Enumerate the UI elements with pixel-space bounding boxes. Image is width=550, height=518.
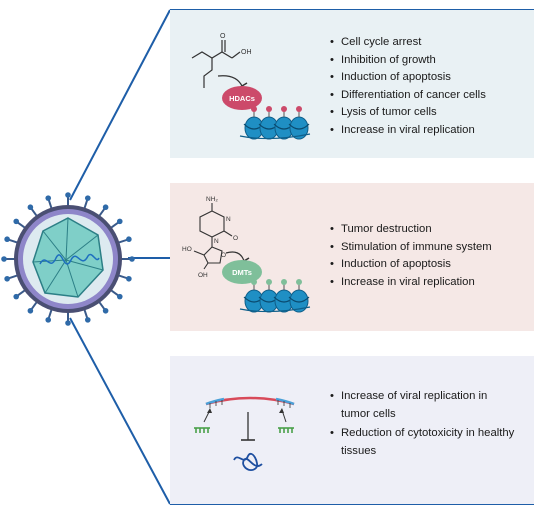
nucleosomes-icon <box>239 279 311 313</box>
dmt-label: DMTs <box>232 268 252 277</box>
ho-label: HO <box>182 246 192 253</box>
hdac-label: HDACs <box>229 94 255 103</box>
virus-capsid-icon <box>32 217 104 298</box>
keto-o-label: O <box>233 235 238 242</box>
list-item: Reduction of cytotoxicity in healthy tis… <box>330 425 515 460</box>
dmt-effects-list: Tumor destruction Stimulation of immune … <box>330 221 492 291</box>
mirna-illustration <box>194 396 295 472</box>
ring-n2-label: N <box>214 238 219 245</box>
hdac-inhibitor-panel: O OH HDACs Cell cycle arrest Inhibition … <box>170 10 534 158</box>
viral-genome-icon <box>39 253 100 265</box>
hdac-illustration: O OH HDACs <box>191 33 311 140</box>
dmt-inhibitor-panel: NH₂ N N O O HO OH DMTs Tumor destruction… <box>170 183 534 331</box>
valproic-acid-structure <box>191 40 241 88</box>
carbonyl-o-label: O <box>220 33 226 40</box>
degraded-protein-icon <box>233 453 263 472</box>
list-item: Cell cycle arrest <box>330 34 486 52</box>
dmt-enzyme <box>222 260 262 284</box>
list-item: Induction of apoptosis <box>330 256 492 274</box>
connector-bottom <box>69 317 171 505</box>
list-item: Increase of viral replication in tumor c… <box>330 388 515 423</box>
mirna-right-icon <box>278 427 294 433</box>
mirna-left-icon <box>194 427 210 433</box>
inhibition-arrow <box>217 75 243 87</box>
list-item: Increase in viral replication <box>330 274 492 292</box>
microrna-targeting-panel: Increase of viral replication in tumor c… <box>170 356 534 504</box>
azacytidine-structure <box>193 203 233 270</box>
list-item: Stimulation of immune system <box>330 239 492 257</box>
oncolytic-virus-illustration <box>1 192 135 326</box>
connector-top <box>69 9 171 201</box>
inhibition-arrow <box>225 251 245 262</box>
nucleosomes-icon <box>239 106 311 140</box>
mirna-effects-list: Increase of viral replication in tumor c… <box>330 388 515 462</box>
hdac-effects-list: Cell cycle arrest Inhibition of growth I… <box>330 34 486 140</box>
oh-label: OH <box>198 272 208 279</box>
list-item: Increase in viral replication <box>330 122 486 140</box>
list-item: Tumor destruction <box>330 221 492 239</box>
list-item: Induction of apoptosis <box>330 69 486 87</box>
ring-n-label: N <box>226 216 231 223</box>
hydroxyl-label: OH <box>241 49 252 56</box>
list-item: Inhibition of growth <box>330 52 486 70</box>
sugar-o-label: O <box>221 252 226 259</box>
amino-label: NH₂ <box>206 196 218 203</box>
list-item: Lysis of tumor cells <box>330 104 486 122</box>
list-item: Differentiation of cancer cells <box>330 87 486 105</box>
dmt-illustration: NH₂ N N O O HO OH DMTs <box>182 196 311 313</box>
hdac-enzyme <box>222 86 262 110</box>
